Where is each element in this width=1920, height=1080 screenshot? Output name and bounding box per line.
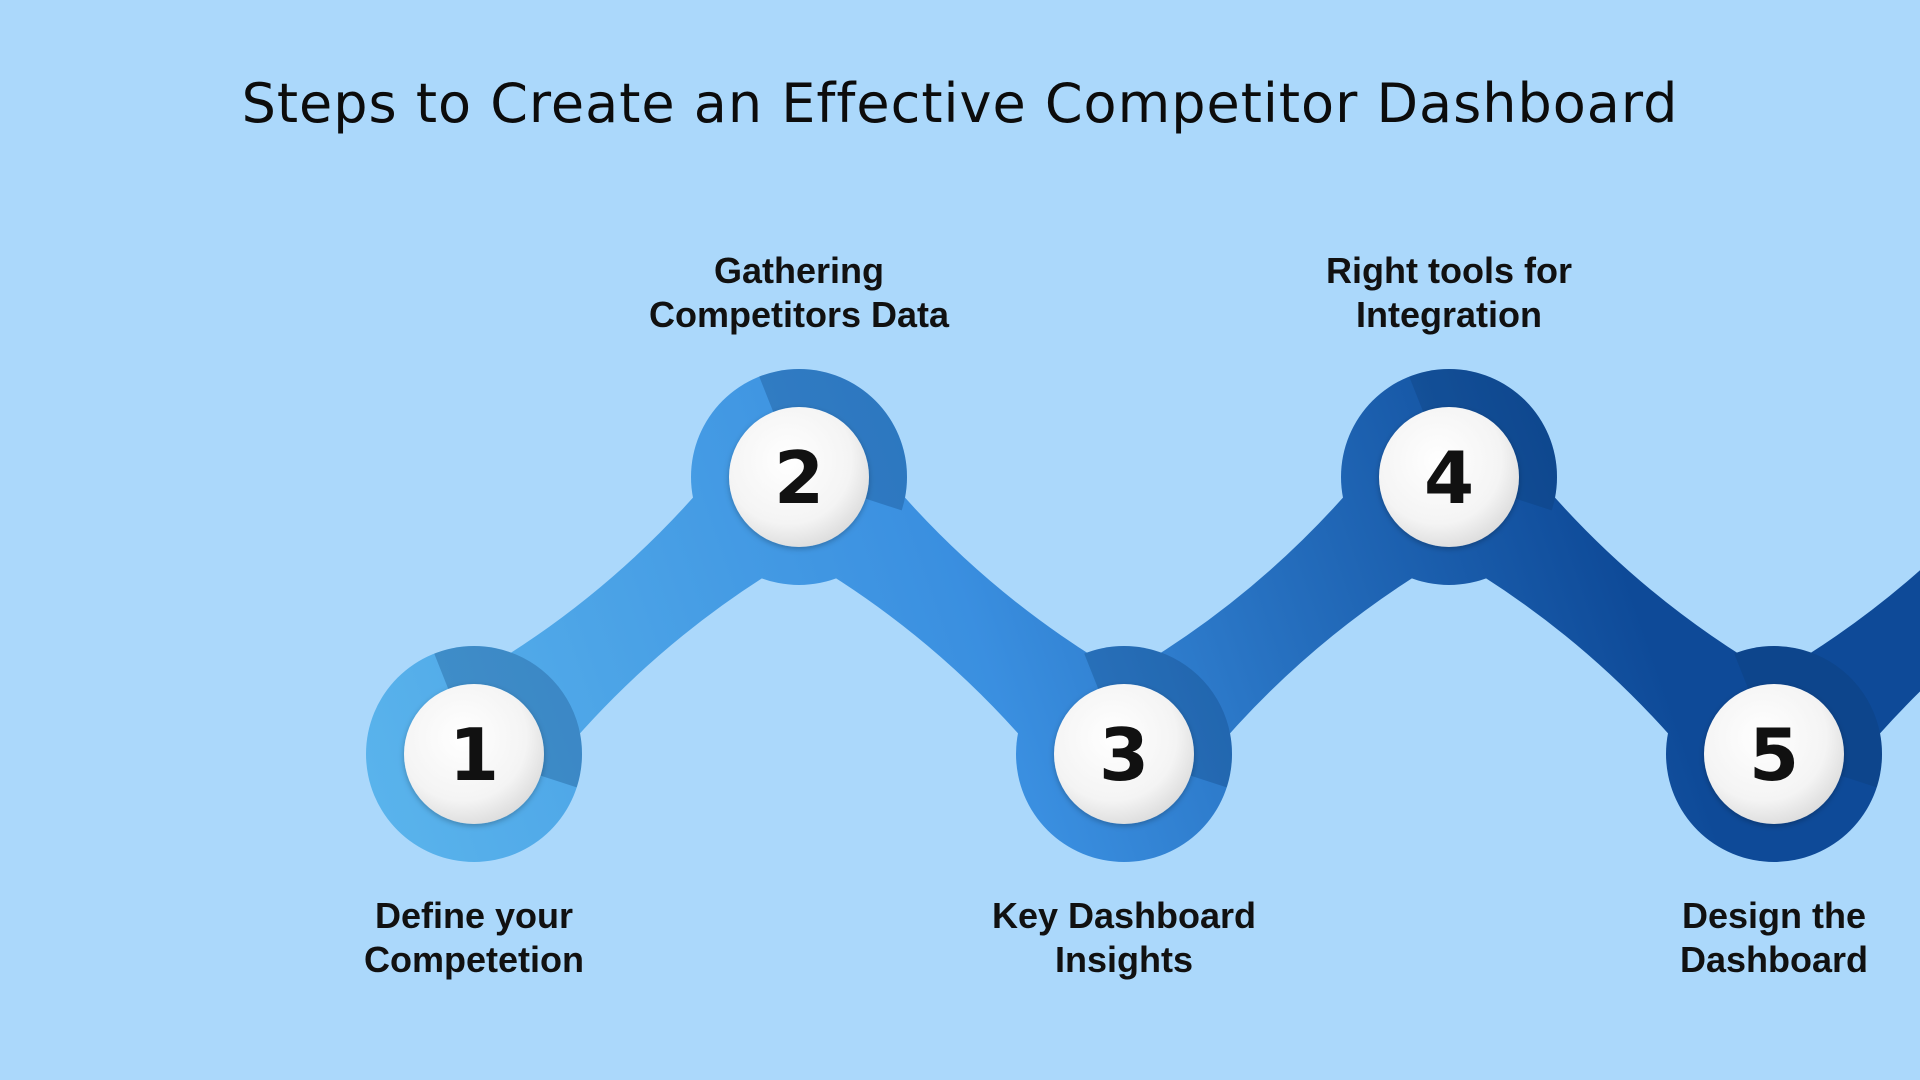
step-label-4-line2: Integration xyxy=(1356,294,1542,335)
number-discs xyxy=(404,407,1844,824)
step-label-1-line2: Competetion xyxy=(364,939,584,980)
step-number-3: 3 xyxy=(1099,713,1149,797)
step-label-3-line2: Insights xyxy=(1055,939,1193,980)
step-label-4-line1: Right tools for xyxy=(1326,250,1572,291)
ring-shade-2 xyxy=(759,369,908,511)
step-label-5-line2: Dashboard xyxy=(1680,939,1868,980)
number-disc-5 xyxy=(1704,684,1844,824)
step-label-2-line1: Gathering xyxy=(714,250,884,291)
step-number-4: 4 xyxy=(1424,436,1474,520)
number-disc-2 xyxy=(729,407,869,547)
step-label-1-line1: Define your xyxy=(375,895,573,936)
ring-shade-1 xyxy=(434,646,582,788)
step-number-2: 2 xyxy=(774,436,824,520)
step-number-5: 5 xyxy=(1749,713,1799,797)
page-title: Steps to Create an Effective Competitor … xyxy=(241,72,1679,135)
ring-shading xyxy=(434,369,1882,788)
step-label-5-line1: Design the xyxy=(1682,895,1866,936)
number-disc-4 xyxy=(1379,407,1519,547)
ring-shade-3 xyxy=(1084,646,1232,788)
ring-shade-5 xyxy=(1734,646,1882,788)
number-disc-3 xyxy=(1054,684,1194,824)
step-number-1: 1 xyxy=(449,713,499,797)
number-disc-1 xyxy=(404,684,544,824)
step-label-3-line1: Key Dashboard xyxy=(992,895,1256,936)
step-label-2-line2: Competitors Data xyxy=(649,294,950,335)
ring-shade-4 xyxy=(1409,369,1557,511)
